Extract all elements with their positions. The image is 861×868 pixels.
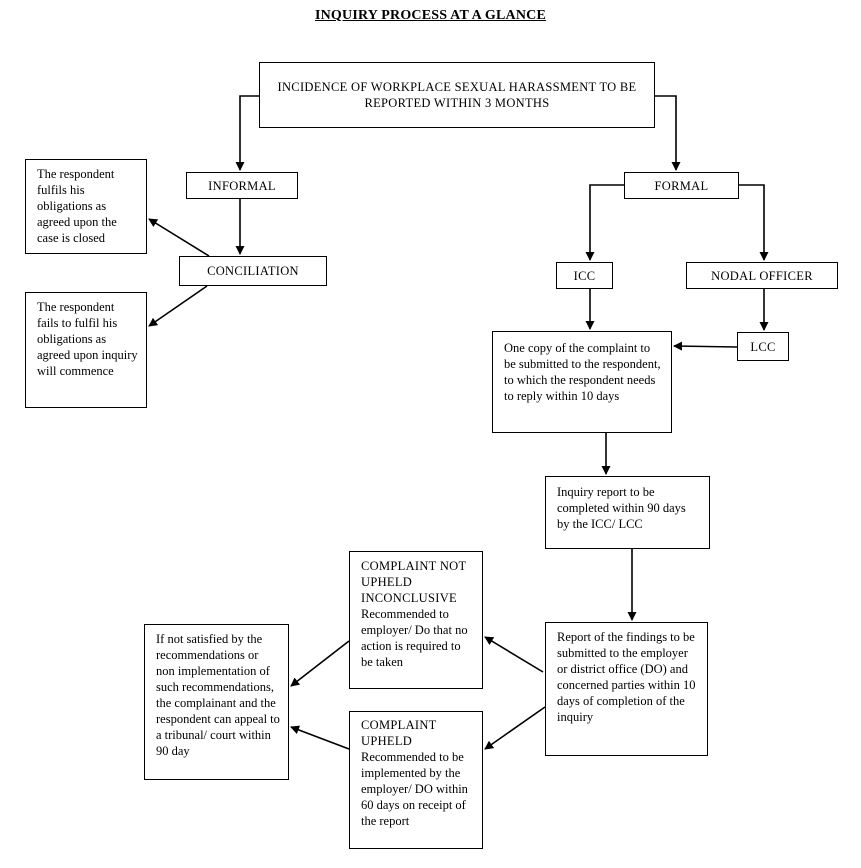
arrow-formal-nodal xyxy=(739,184,769,261)
appeal-text: If not satisfied by the recommendations … xyxy=(156,632,280,758)
nodal-officer-box: NODAL OFFICER xyxy=(686,262,838,289)
not-upheld-box: COMPLAINT NOT UPHELD INCONCLUSIVE Recomm… xyxy=(349,551,483,689)
arrow-upheld-appeal xyxy=(290,725,350,750)
appeal-box: If not satisfied by the recommendations … xyxy=(144,624,289,780)
not-upheld-body: Recommended to employer/ Do that no acti… xyxy=(361,607,468,669)
conciliation-box: CONCILIATION xyxy=(179,256,327,286)
conciliation-text: CONCILIATION xyxy=(207,264,299,278)
upheld-box: COMPLAINT UPHELD Recommended to be imple… xyxy=(349,711,483,849)
fulfils-text: The respondent fulfils his obligations a… xyxy=(37,167,117,245)
arrow-notupheld-appeal xyxy=(290,640,350,687)
inquiry-report-box: Inquiry report to be completed within 90… xyxy=(545,476,710,549)
formal-text: FORMAL xyxy=(654,178,709,193)
incidence-box: INCIDENCE OF WORKPLACE SEXUAL HARASSMENT… xyxy=(259,62,655,128)
upheld-body: Recommended to be implemented by the emp… xyxy=(361,750,468,828)
informal-text: INFORMAL xyxy=(208,178,276,193)
lcc-text: LCC xyxy=(750,339,776,354)
arrow-findings-upheld xyxy=(484,706,546,750)
nodal-officer-text: NODAL OFFICER xyxy=(711,268,813,283)
lcc-box: LCC xyxy=(737,332,789,361)
upheld-heading: COMPLAINT UPHELD xyxy=(361,718,437,748)
fails-box: The respondent fails to fulfil his oblig… xyxy=(25,292,147,408)
fails-text: The respondent fails to fulfil his oblig… xyxy=(37,300,138,378)
arrow-formal-icc xyxy=(585,184,624,261)
arrow-incidence-informal xyxy=(235,95,259,171)
copy-complaint-box: One copy of the complaint to be submitte… xyxy=(492,331,672,433)
arrow-incidence-formal xyxy=(655,95,681,171)
arrow-lcc-copy xyxy=(673,341,738,351)
icc-text: ICC xyxy=(573,268,596,283)
not-upheld-heading: COMPLAINT NOT UPHELD INCONCLUSIVE xyxy=(361,559,467,605)
arrow-conciliation-fulfils xyxy=(148,218,210,257)
findings-report-box: Report of the findings to be submitted t… xyxy=(545,622,708,756)
copy-complaint-text: One copy of the complaint to be submitte… xyxy=(504,341,661,403)
inquiry-report-text: Inquiry report to be completed within 90… xyxy=(557,485,686,531)
informal-box: INFORMAL xyxy=(186,172,298,199)
icc-box: ICC xyxy=(556,262,613,289)
findings-report-text: Report of the findings to be submitted t… xyxy=(557,630,696,724)
formal-box: FORMAL xyxy=(624,172,739,199)
fulfils-box: The respondent fulfils his obligations a… xyxy=(25,159,147,254)
arrow-conciliation-fails xyxy=(148,285,208,327)
incidence-text: INCIDENCE OF WORKPLACE SEXUAL HARASSMENT… xyxy=(277,80,637,110)
page-title: INQUIRY PROCESS AT A GLANCE xyxy=(314,8,547,23)
arrow-findings-notupheld xyxy=(484,636,544,673)
